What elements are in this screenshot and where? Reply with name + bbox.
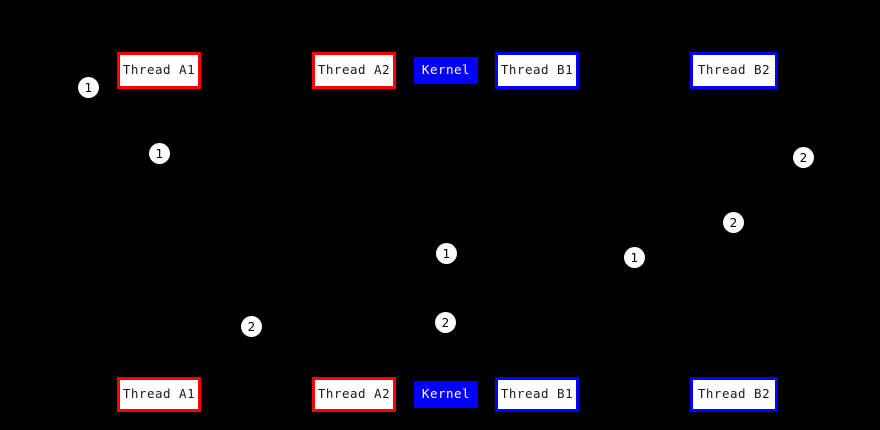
step-marker-label: 2 bbox=[441, 315, 450, 330]
participant-box-kernel-top[interactable]: Kernel bbox=[414, 57, 478, 84]
step-marker: 2 bbox=[241, 316, 262, 337]
message-a1-to-a2 bbox=[159, 100, 354, 101]
step-marker-label: 1 bbox=[630, 250, 639, 265]
lifeline-thread-a1 bbox=[159, 89, 160, 377]
step-marker: 1 bbox=[149, 143, 170, 164]
participant-label: Kernel bbox=[421, 62, 471, 78]
lifeline-thread-b1 bbox=[537, 89, 538, 377]
lifeline-kernel bbox=[446, 89, 447, 377]
lifeline-thread-a2 bbox=[354, 89, 355, 377]
participant-box-thread-a2-top[interactable]: Thread A2 bbox=[312, 52, 396, 89]
message-kernel-to-a2 bbox=[251, 321, 447, 341]
participant-box-thread-b1-top[interactable]: Thread B1 bbox=[495, 52, 579, 89]
lifeline-thread-b2 bbox=[734, 89, 735, 377]
message-b2-to-kernel bbox=[446, 205, 735, 271]
participant-label: Thread B1 bbox=[500, 62, 574, 78]
step-marker: 2 bbox=[793, 147, 814, 168]
step-marker: 1 bbox=[78, 77, 99, 98]
participant-label: Thread B2 bbox=[697, 62, 771, 78]
participant-label: Thread A1 bbox=[122, 62, 196, 78]
participant-label: Thread A2 bbox=[317, 62, 391, 78]
participant-box-thread-a1-top[interactable]: Thread A1 bbox=[117, 52, 201, 89]
message-kernel-to-b1 bbox=[445, 253, 635, 272]
step-marker-label: 2 bbox=[799, 150, 808, 165]
participant-box-thread-a2-bottom[interactable]: Thread A2 bbox=[312, 377, 396, 412]
participant-box-thread-a1-bottom[interactable]: Thread A1 bbox=[117, 377, 201, 412]
participant-label: Kernel bbox=[421, 386, 471, 402]
step-marker: 2 bbox=[435, 312, 456, 333]
step-marker: 1 bbox=[436, 243, 457, 264]
participant-label: Thread A1 bbox=[122, 386, 196, 402]
step-marker-label: 2 bbox=[729, 215, 738, 230]
participant-box-kernel-bottom[interactable]: Kernel bbox=[414, 381, 478, 408]
step-marker: 2 bbox=[723, 212, 744, 233]
step-marker-label: 1 bbox=[84, 80, 93, 95]
message-a1-to-kernel bbox=[158, 170, 447, 242]
step-marker-label: 1 bbox=[442, 246, 451, 261]
message-b2-to-b1 bbox=[537, 170, 734, 171]
participant-box-thread-b2-top[interactable]: Thread B2 bbox=[690, 52, 778, 89]
participant-label: Thread B1 bbox=[500, 386, 574, 402]
step-marker-label: 2 bbox=[247, 319, 256, 334]
participant-box-thread-b1-bottom[interactable]: Thread B1 bbox=[495, 377, 579, 412]
participant-label: Thread B2 bbox=[697, 386, 771, 402]
step-marker: 1 bbox=[624, 247, 645, 268]
participant-label: Thread A2 bbox=[317, 386, 391, 402]
participant-box-thread-b2-bottom[interactable]: Thread B2 bbox=[690, 377, 778, 412]
step-marker-label: 1 bbox=[155, 146, 164, 161]
